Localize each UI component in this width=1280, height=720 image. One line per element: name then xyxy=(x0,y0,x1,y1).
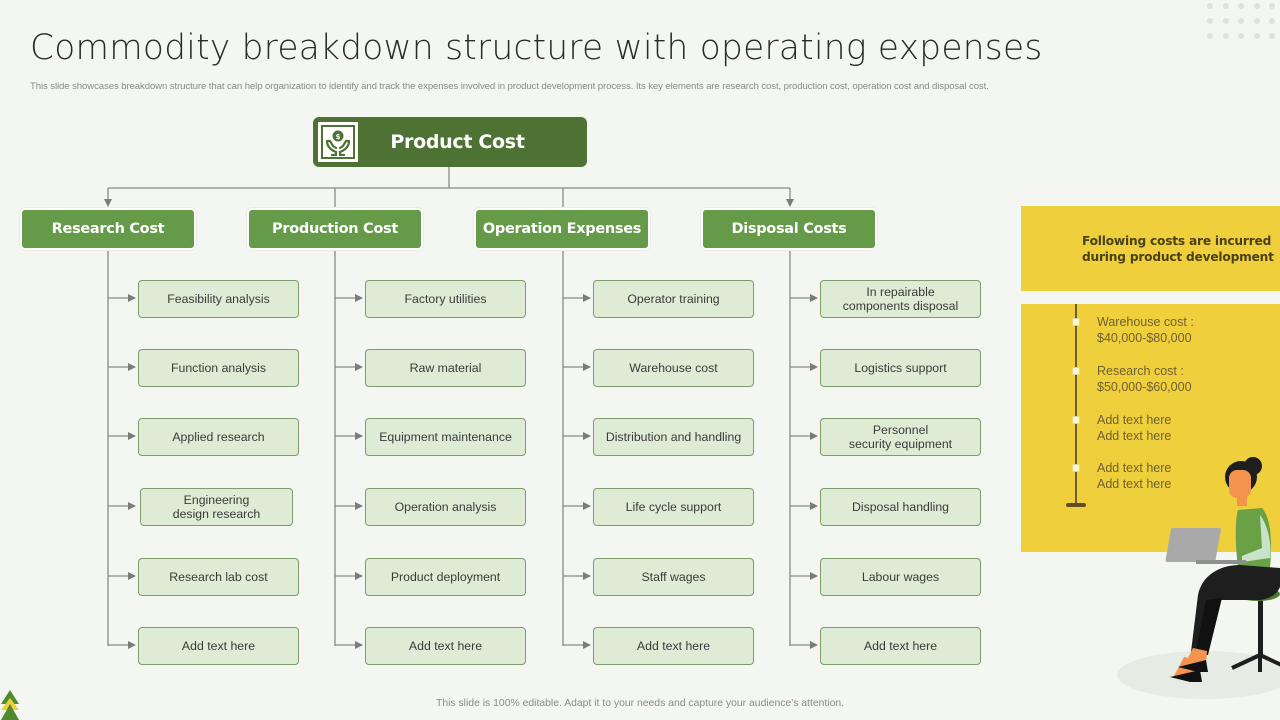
brand-logo-icon xyxy=(1,690,19,720)
breakdown-item: Distribution and handling xyxy=(593,418,754,456)
timeline-line xyxy=(1075,304,1077,504)
category-header: Research Cost xyxy=(20,208,196,250)
decorative-dot-grid xyxy=(1203,0,1280,45)
timeline-marker xyxy=(1072,416,1080,424)
category-header: Production Cost xyxy=(247,208,423,250)
svg-text:$: $ xyxy=(336,133,341,141)
category-header: Operation Expenses xyxy=(474,208,650,250)
breakdown-item: Warehouse cost xyxy=(593,349,754,387)
timeline-entry: Warehouse cost : $40,000-$80,000 xyxy=(1097,315,1194,345)
hands-holding-money-icon: $ xyxy=(318,122,358,162)
breakdown-item: Operator training xyxy=(593,280,754,318)
breakdown-item: Labour wages xyxy=(820,558,981,596)
root-node-label: Product Cost xyxy=(390,131,525,153)
breakdown-item: Add text here xyxy=(138,627,299,665)
breakdown-item: Raw material xyxy=(365,349,526,387)
timeline-marker xyxy=(1072,464,1080,472)
side-panel-timeline: Warehouse cost : $40,000-$80,000 Researc… xyxy=(1021,304,1280,552)
side-panel-heading: Following costs are incurred during prod… xyxy=(1082,234,1274,264)
woman-with-laptop-illustration xyxy=(1117,457,1280,699)
category-header: Disposal Costs xyxy=(701,208,877,250)
root-node-product-cost: $ Product Cost xyxy=(313,117,587,167)
timeline-base xyxy=(1066,503,1086,507)
timeline-marker xyxy=(1072,367,1080,375)
breakdown-item: Engineering design research xyxy=(140,488,293,526)
timeline-entry: Research cost : $50,000-$60,000 xyxy=(1097,364,1192,394)
breakdown-item: Applied research xyxy=(138,418,299,456)
timeline-entry: Add text here Add text here xyxy=(1097,461,1172,491)
breakdown-item: Personnel security equipment xyxy=(820,418,981,456)
breakdown-item: Add text here xyxy=(820,627,981,665)
side-panel-header: Following costs are incurred during prod… xyxy=(1021,206,1280,291)
breakdown-item: Function analysis xyxy=(138,349,299,387)
slide-subtitle: This slide showcases breakdown structure… xyxy=(30,81,989,92)
breakdown-item: Logistics support xyxy=(820,349,981,387)
breakdown-item: Feasibility analysis xyxy=(138,280,299,318)
breakdown-item: Life cycle support xyxy=(593,488,754,526)
footer-note: This slide is 100% editable. Adapt it to… xyxy=(435,698,845,709)
timeline-entry: Add text here Add text here xyxy=(1097,413,1172,443)
breakdown-item: Product deployment xyxy=(365,558,526,596)
breakdown-item: In repairable components disposal xyxy=(820,280,981,318)
breakdown-item: Disposal handling xyxy=(820,488,981,526)
breakdown-item: Research lab cost xyxy=(138,558,299,596)
timeline-marker xyxy=(1072,318,1080,326)
breakdown-item: Equipment maintenance xyxy=(365,418,526,456)
breakdown-item: Staff wages xyxy=(593,558,754,596)
breakdown-item: Add text here xyxy=(365,627,526,665)
breakdown-item: Add text here xyxy=(593,627,754,665)
slide-title: Commodity breakdown structure with opera… xyxy=(30,28,1043,68)
breakdown-item: Operation analysis xyxy=(365,488,526,526)
breakdown-item: Factory utilities xyxy=(365,280,526,318)
